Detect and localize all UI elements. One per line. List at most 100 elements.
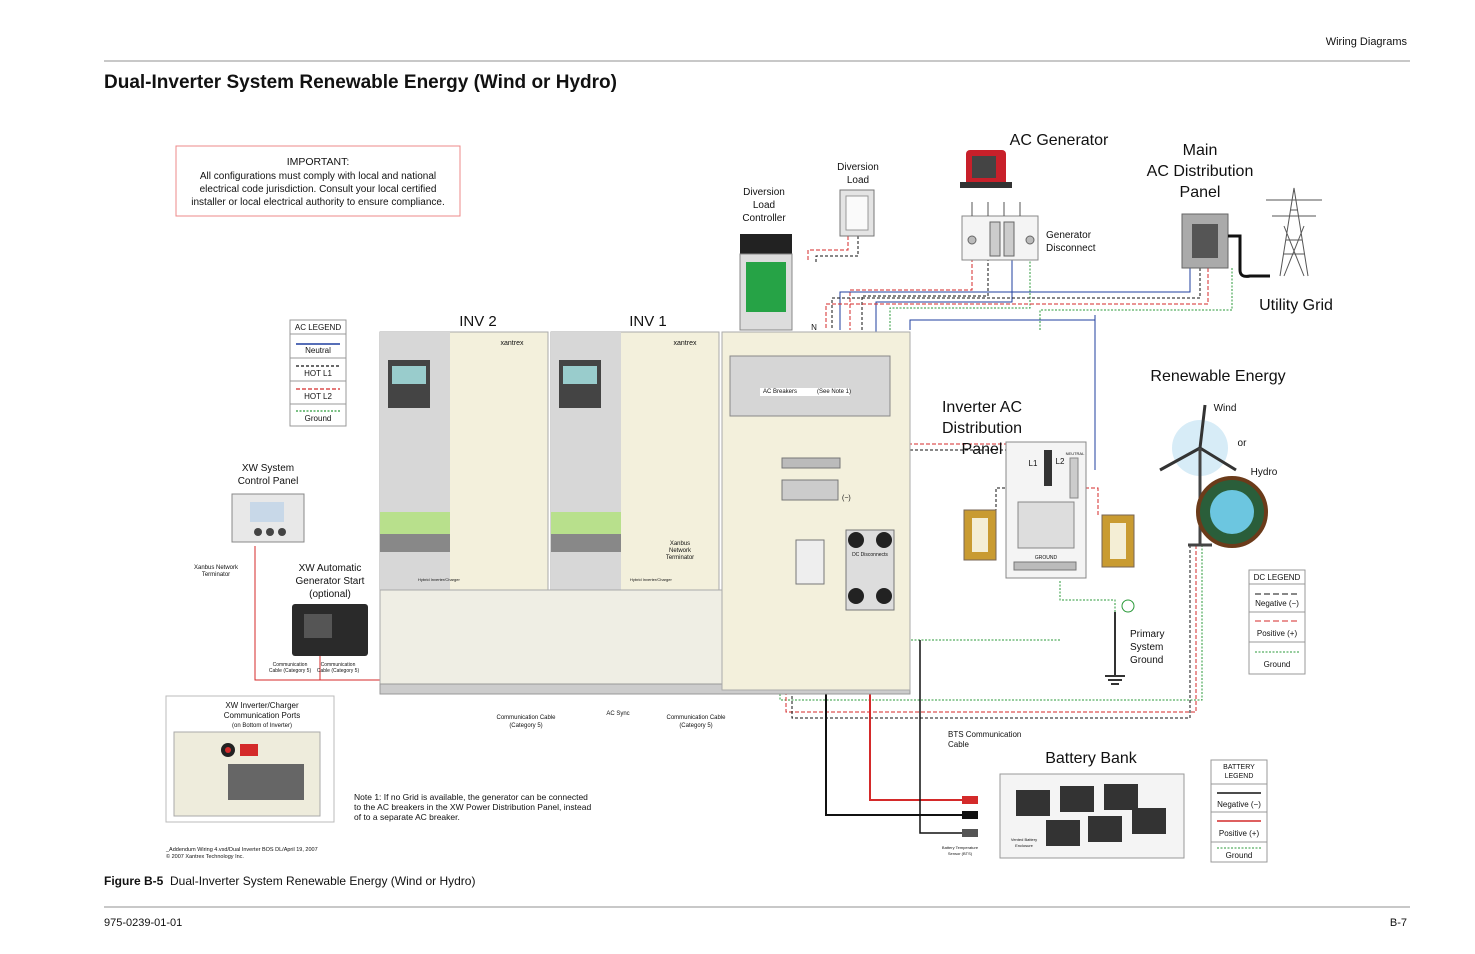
- inv2-label: INV 2: [459, 313, 497, 330]
- svg-text:Enclosure: Enclosure: [1015, 843, 1034, 848]
- battery-legend: BATTERY LEGEND Negative (−) Positive (+)…: [1210, 759, 1268, 863]
- svg-text:N: N: [811, 323, 817, 332]
- svg-text:Cable (Category 5): Cable (Category 5): [317, 668, 360, 674]
- important-line: All configurations must comply with loca…: [200, 171, 436, 182]
- svg-text:Communication Ports: Communication Ports: [224, 711, 300, 720]
- battery-bank-label: Battery Bank: [1045, 750, 1138, 767]
- svg-text:Sensor (BTS): Sensor (BTS): [948, 851, 973, 856]
- inverter-2: INV 2 xantrex Hybrid Inverter/Charger: [379, 313, 549, 591]
- dc-legend: DC LEGEND Negative (−) Positive (+) Grou…: [1248, 569, 1306, 675]
- figure-label: Figure B-5: [104, 874, 164, 888]
- ac-legend-neutral: Neutral: [305, 346, 331, 355]
- svg-text:Negative (−): Negative (−): [1217, 800, 1261, 809]
- inv1-label: INV 1: [629, 313, 667, 330]
- svg-text:BATTERY: BATTERY: [1223, 764, 1255, 771]
- svg-text:Generator: Generator: [1046, 230, 1092, 241]
- svg-text:Xanbus Network: Xanbus Network: [194, 565, 239, 571]
- dc-disconnects-label: DC Disconnects: [852, 552, 888, 558]
- battery-bank: Battery Bank Vented Battery Enclosure Ba…: [942, 750, 1185, 859]
- svg-text:Primary: Primary: [1130, 629, 1164, 640]
- important-line: installer or local electrical authority …: [191, 197, 444, 208]
- ac-generator-label: AC Generator: [1010, 132, 1109, 149]
- svg-text:Diversion: Diversion: [837, 162, 879, 173]
- see-note-label: (See Note 1): [817, 389, 851, 395]
- svg-text:GROUND: GROUND: [1035, 555, 1058, 561]
- svg-text:Disconnect: Disconnect: [1046, 243, 1096, 254]
- utility-tower: Utility Grid: [1259, 187, 1333, 314]
- file-reference: _Addendum Wiring 4.vsd/Dual Inverter BOS…: [165, 847, 318, 853]
- xw-automatic-generator-start: XW Automatic Generator Start (optional) …: [269, 563, 368, 674]
- note-1: Note 1: If no Grid is available, the gen…: [354, 792, 591, 822]
- ac-legend-title: AC LEGEND: [295, 323, 341, 332]
- important-notice: IMPORTANT: All configurations must compl…: [175, 145, 461, 217]
- svg-text:Terminator: Terminator: [666, 555, 694, 561]
- document-number: 975-0239-01-01: [104, 917, 183, 929]
- svg-text:(on Bottom of Inverter): (on Bottom of Inverter): [232, 723, 292, 729]
- svg-text:Controller: Controller: [742, 213, 786, 224]
- svg-text:Load: Load: [753, 200, 775, 211]
- renewable-label: Renewable Energy: [1150, 368, 1285, 385]
- copyright: © 2007 Xantrex Technology Inc.: [166, 853, 244, 860]
- svg-text:Panel: Panel: [1180, 184, 1221, 201]
- xw-control-panel: XW System Control Panel Xanbus Network T…: [194, 463, 305, 578]
- section-header: Wiring Diagrams: [1325, 36, 1407, 48]
- primary-system-ground: Primary System Ground: [1105, 599, 1164, 685]
- page-number: B-7: [1389, 917, 1407, 929]
- svg-text:(Category 5): (Category 5): [679, 723, 712, 729]
- svg-text:Negative (−): Negative (−): [1255, 599, 1299, 608]
- inv2-brand: xantrex: [501, 340, 524, 347]
- svg-text:(Category 5): (Category 5): [509, 723, 542, 729]
- svg-text:Hydro: Hydro: [1251, 467, 1278, 478]
- svg-text:L1: L1: [1029, 459, 1038, 468]
- bts-cable-label: BTS Communication: [948, 730, 1021, 739]
- svg-text:Control Panel: Control Panel: [238, 476, 299, 487]
- svg-text:Wind: Wind: [1214, 403, 1237, 414]
- svg-text:Ground: Ground: [1226, 851, 1253, 860]
- svg-text:Cable: Cable: [948, 740, 969, 749]
- svg-text:Positive (+): Positive (+): [1219, 829, 1260, 838]
- bts-sensor-label: Battery Temperature: [942, 845, 979, 850]
- svg-text:of to a separate AC breaker.: of to a separate AC breaker.: [354, 812, 460, 822]
- svg-text:Inverter AC: Inverter AC: [942, 399, 1022, 416]
- svg-text:AC Distribution: AC Distribution: [1147, 163, 1254, 180]
- ac-breakers-label: AC Breakers: [763, 389, 797, 395]
- svg-text:NEUTRAL: NEUTRAL: [1066, 451, 1085, 456]
- svg-text:Distribution: Distribution: [942, 420, 1022, 437]
- header-rule: [104, 60, 1410, 62]
- svg-text:(optional): (optional): [309, 589, 351, 600]
- generator-disconnect: Generator Disconnect: [961, 202, 1096, 261]
- comm-ports-inset: XW Inverter/Charger Communication Ports …: [165, 695, 335, 823]
- inverter-ac-distribution-panel: Inverter AC Distribution Panel L1 L2 NEU…: [942, 399, 1087, 579]
- xw-power-distribution-panel: AC Breakers (See Note 1) N (−) DC Discon…: [721, 323, 911, 691]
- svg-text:Generator Start: Generator Start: [296, 576, 365, 587]
- svg-text:XW Inverter/Charger: XW Inverter/Charger: [225, 701, 299, 710]
- svg-text:(−): (−): [842, 495, 851, 502]
- renewable-energy: Renewable Energy Wind or Hydro: [1150, 368, 1286, 548]
- svg-text:Communication: Communication: [273, 662, 308, 668]
- ac-legend: AC LEGEND Neutral HOT L1 HOT L2 Ground: [289, 319, 347, 427]
- svg-text:Panel: Panel: [962, 441, 1003, 458]
- figure-caption: Figure B-5 Dual-Inverter System Renewabl…: [104, 874, 475, 888]
- svg-text:or: or: [1238, 438, 1248, 449]
- svg-text:to the AC breakers in the XW P: to the AC breakers in the XW Power Distr…: [354, 802, 591, 812]
- comm-cable-left: Communication Cable: [496, 715, 556, 721]
- important-line: electrical code jurisdiction. Consult yo…: [200, 184, 437, 195]
- ac-legend-hot-l1: HOT L1: [304, 369, 332, 378]
- svg-text:DC LEGEND: DC LEGEND: [1254, 573, 1301, 582]
- figure-text: Dual-Inverter System Renewable Energy (W…: [170, 874, 476, 888]
- xanbus-terminator-right: Xanbus: [670, 541, 690, 547]
- ac-generator: AC Generator: [960, 132, 1109, 188]
- svg-text:Main: Main: [1183, 142, 1218, 159]
- svg-text:Hybrid Inverter/Charger: Hybrid Inverter/Charger: [630, 577, 672, 582]
- svg-text:Load: Load: [847, 175, 869, 186]
- ac-legend-hot-l2: HOT L2: [304, 392, 332, 401]
- svg-text:System: System: [1130, 642, 1163, 653]
- svg-text:Cable (Category 5): Cable (Category 5): [269, 668, 312, 674]
- svg-text:Terminator: Terminator: [202, 572, 230, 578]
- svg-text:Positive (+): Positive (+): [1257, 629, 1298, 638]
- svg-text:Hybrid Inverter/Charger: Hybrid Inverter/Charger: [418, 577, 460, 582]
- diversion-load: Diversion Load: [837, 162, 879, 237]
- svg-text:Ground: Ground: [1130, 655, 1163, 666]
- inverter-1: INV 1 xantrex Hybrid Inverter/Charger: [550, 313, 720, 591]
